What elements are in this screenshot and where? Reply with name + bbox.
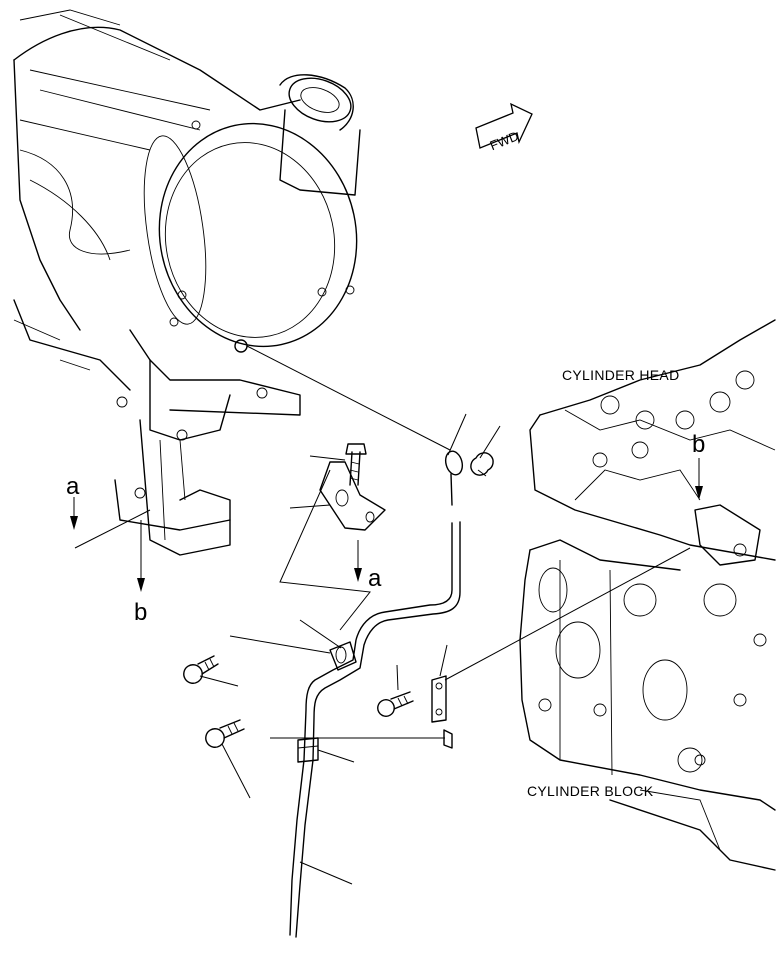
gauge-handle	[444, 450, 464, 476]
forward-direction-icon: FWD	[475, 102, 533, 153]
guide-tube-left	[289, 522, 453, 936]
engine-assembly	[13, 9, 361, 556]
guide-tube-right	[295, 521, 461, 938]
ref-letter-a-mid: a	[368, 565, 382, 592]
bolt-left-upper	[183, 655, 219, 684]
ref-arrow-a-top	[70, 497, 78, 530]
block-bracket	[431, 675, 447, 723]
tube-clamp	[297, 737, 319, 763]
engine-bracket	[319, 461, 386, 531]
ref-letter-b-right: b	[692, 431, 705, 458]
tube-bracket-clip	[329, 641, 357, 671]
bolt-bracket-top	[345, 443, 367, 486]
ref-letter-a-top: a	[66, 473, 80, 500]
cylinder-block-label: CYLINDER BLOCK	[527, 783, 654, 799]
cylinder-head-label: CYLINDER HEAD	[562, 367, 679, 383]
ref-arrow-b-left	[137, 520, 145, 592]
cylinder-head-block	[519, 319, 776, 871]
ref-letter-b-left: b	[134, 599, 147, 626]
oil-level-gauge-assembly	[74, 345, 691, 938]
gauge-rod	[450, 473, 453, 506]
ref-arrow-a-mid	[354, 540, 362, 582]
ref-arrow-b-right	[695, 458, 703, 500]
bolt-left-lower	[205, 719, 245, 748]
bolt-block-bracket	[377, 691, 414, 717]
gauge-cap	[470, 452, 494, 476]
